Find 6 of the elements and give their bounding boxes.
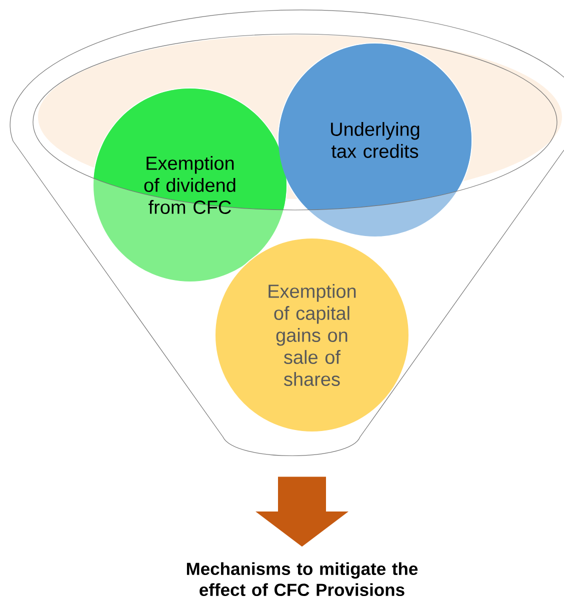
circle-label: Underlying tax credits <box>331 122 420 158</box>
block-arrow <box>256 476 348 547</box>
funnel-drawing <box>10 10 564 456</box>
circle-label: Exemption of capital gains on sale of shares <box>268 284 356 386</box>
result-heading: Mechanisms to mitigate the effect of CFC Provisions <box>186 562 418 596</box>
circle-label: Exemption of dividend from CFC <box>144 156 236 214</box>
